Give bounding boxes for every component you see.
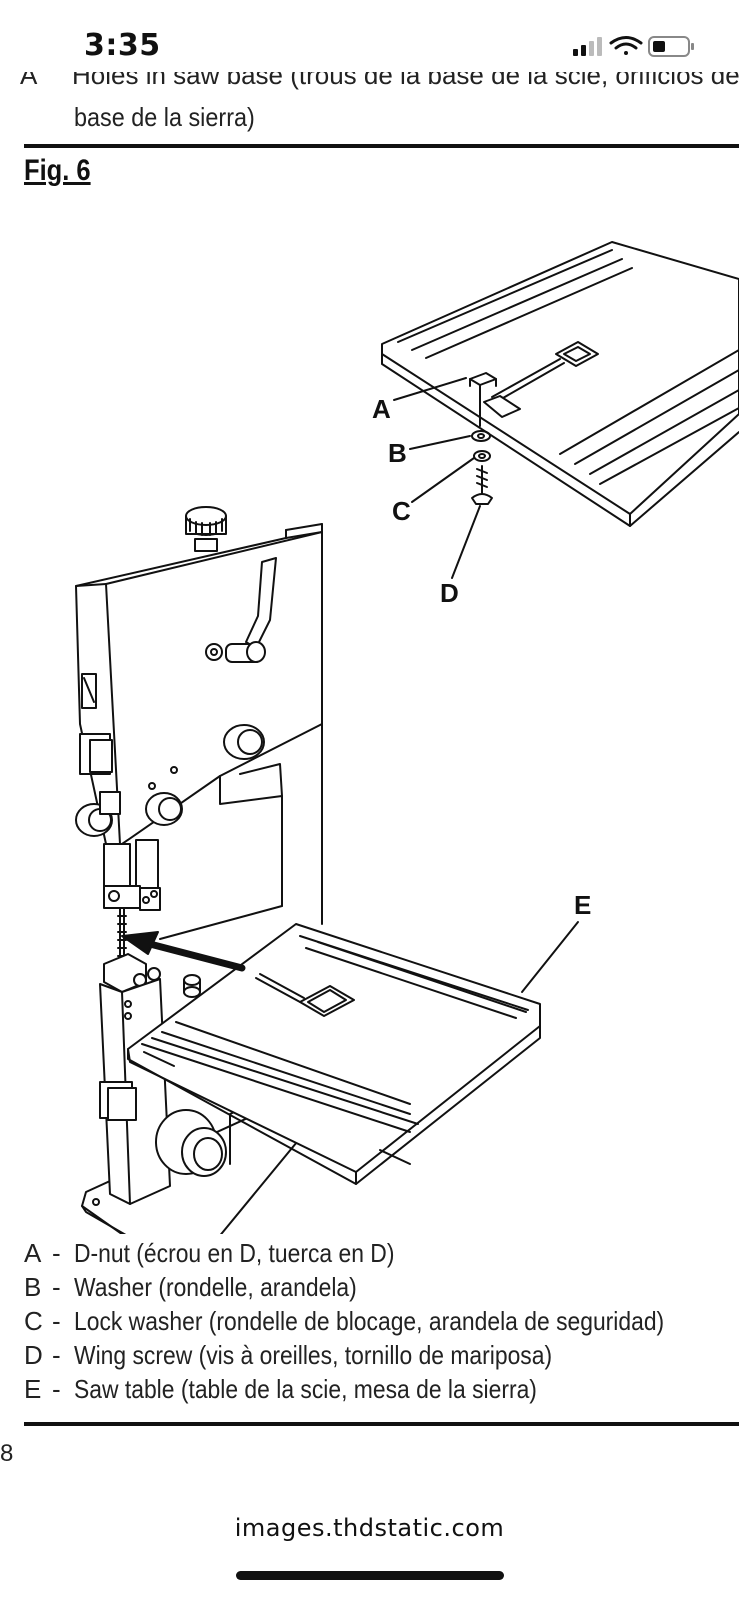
legend-key: C — [24, 1306, 43, 1336]
legend-dash: - — [52, 1374, 61, 1404]
callout-label-c: C — [392, 496, 411, 526]
legend-text: Lock washer (rondelle de blocage, arande… — [74, 1306, 665, 1336]
legend-item-b: B - Washer (rondelle, arandela) — [24, 1272, 739, 1306]
legend-item-e: E - Saw table (table de la scie, mesa de… — [24, 1374, 739, 1408]
battery-icon — [648, 36, 694, 57]
callout-leader-d — [451, 505, 481, 579]
section-divider — [24, 144, 739, 148]
band-saw-illustration: A B C D E — [75, 241, 739, 1234]
legend-text: Washer (rondelle, arandela) — [74, 1272, 357, 1302]
legend-text: D-nut (écrou en D, tuerca en D) — [74, 1238, 395, 1268]
callout-leader-e — [521, 921, 579, 993]
assembly-arrow — [146, 940, 246, 972]
legend-key: E — [24, 1374, 42, 1404]
legend-item-d: D - Wing screw (vis à oreilles, tornillo… — [24, 1340, 739, 1374]
status-icons — [573, 36, 694, 57]
callout-label-a: A — [372, 394, 391, 424]
wifi-icon — [609, 36, 643, 55]
assembly-arrow-head — [121, 931, 159, 955]
callout-leader-b — [409, 435, 471, 450]
legend-key: A — [24, 1238, 42, 1268]
band-saw-body — [75, 506, 541, 1234]
figure-title: Fig. 6 — [24, 154, 91, 187]
legend-key: D — [24, 1340, 43, 1370]
callout-label-b: B — [388, 438, 407, 468]
legend-key: A — [20, 72, 38, 90]
legend-continuation: base de la sierra) — [74, 102, 255, 132]
figure-legend: A - D-nut (écrou en D, tuerca en D) B - … — [24, 1238, 739, 1408]
legend-text: Saw table (table de la scie, mesa de la … — [74, 1374, 537, 1404]
callout-leader-a — [393, 377, 467, 401]
document-page: A Holes in saw base (trous de la base de … — [0, 72, 739, 1502]
callout-label-e: E — [574, 890, 591, 920]
legend-dash: - — [52, 1306, 61, 1336]
callout-leader-c — [411, 457, 475, 503]
legend-item-c: C - Lock washer (rondelle de blocage, ar… — [24, 1306, 739, 1340]
table-underside-view — [381, 241, 739, 527]
legend-key: B — [24, 1272, 42, 1302]
legend-dash: - — [52, 1340, 61, 1370]
page-number: 8 — [0, 1440, 14, 1467]
cut-off-legend-item: A Holes in saw base (trous de la base de … — [20, 72, 739, 91]
legend-dash: - — [52, 1238, 61, 1268]
home-indicator[interactable] — [236, 1571, 504, 1580]
status-bar: 3:35 — [0, 0, 739, 80]
legend-text: Wing screw (vis à oreilles, tornillo de … — [74, 1340, 553, 1370]
status-time: 3:35 — [84, 28, 161, 63]
legend-item-a: A - D-nut (écrou en D, tuerca en D) — [24, 1238, 739, 1272]
callout-label-d: D — [440, 578, 459, 608]
legend-dash: - — [52, 1272, 61, 1302]
cellular-signal-icon — [573, 37, 602, 56]
url-bar[interactable]: images.thdstatic.com — [234, 1514, 505, 1542]
legend-text: Holes in saw base (trous de la base de l… — [72, 72, 739, 90]
section-divider — [24, 1422, 739, 1426]
